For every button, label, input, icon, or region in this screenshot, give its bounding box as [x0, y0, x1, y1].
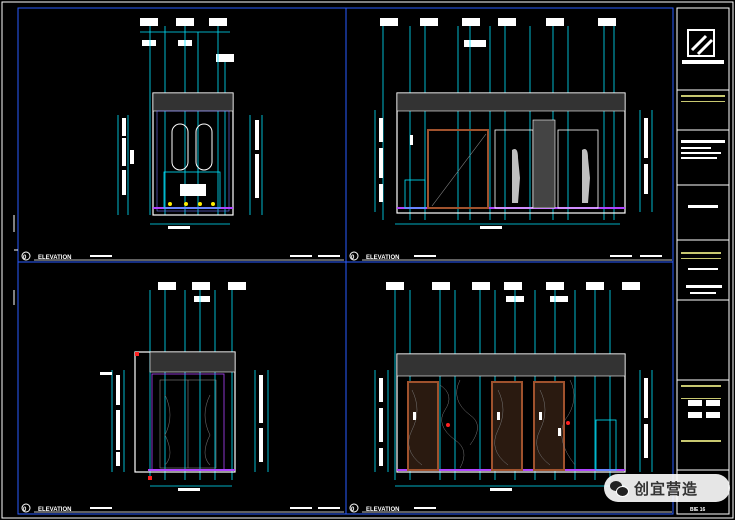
sheet-number: BIE 16	[690, 507, 706, 513]
elevation-view-top-right: 0 ELEVATION	[349, 18, 672, 261]
view-number: 0	[23, 507, 27, 513]
watermark-text: 创宜营造	[634, 479, 699, 498]
elevation-view-bottom-left: 0 ELEVATION	[21, 282, 344, 513]
view-label: ELEVATION	[366, 507, 399, 513]
company-logo-icon	[682, 29, 724, 64]
wechat-icon	[610, 479, 629, 497]
elevation-view-bottom-right: 0 ELEVATION	[349, 282, 672, 513]
elevation-view-top-left: 0 ELEVATION	[21, 18, 344, 261]
border-ticks	[13, 215, 18, 305]
title-block: BIE 16	[676, 7, 730, 515]
view-label: ELEVATION	[38, 507, 71, 513]
view-number: 0	[351, 507, 355, 513]
watermark-badge: 创宜营造	[604, 474, 730, 502]
view-number: 0	[351, 255, 355, 261]
view-label: ELEVATION	[366, 255, 399, 261]
view-label: ELEVATION	[38, 255, 71, 261]
view-number: 0	[23, 255, 27, 261]
